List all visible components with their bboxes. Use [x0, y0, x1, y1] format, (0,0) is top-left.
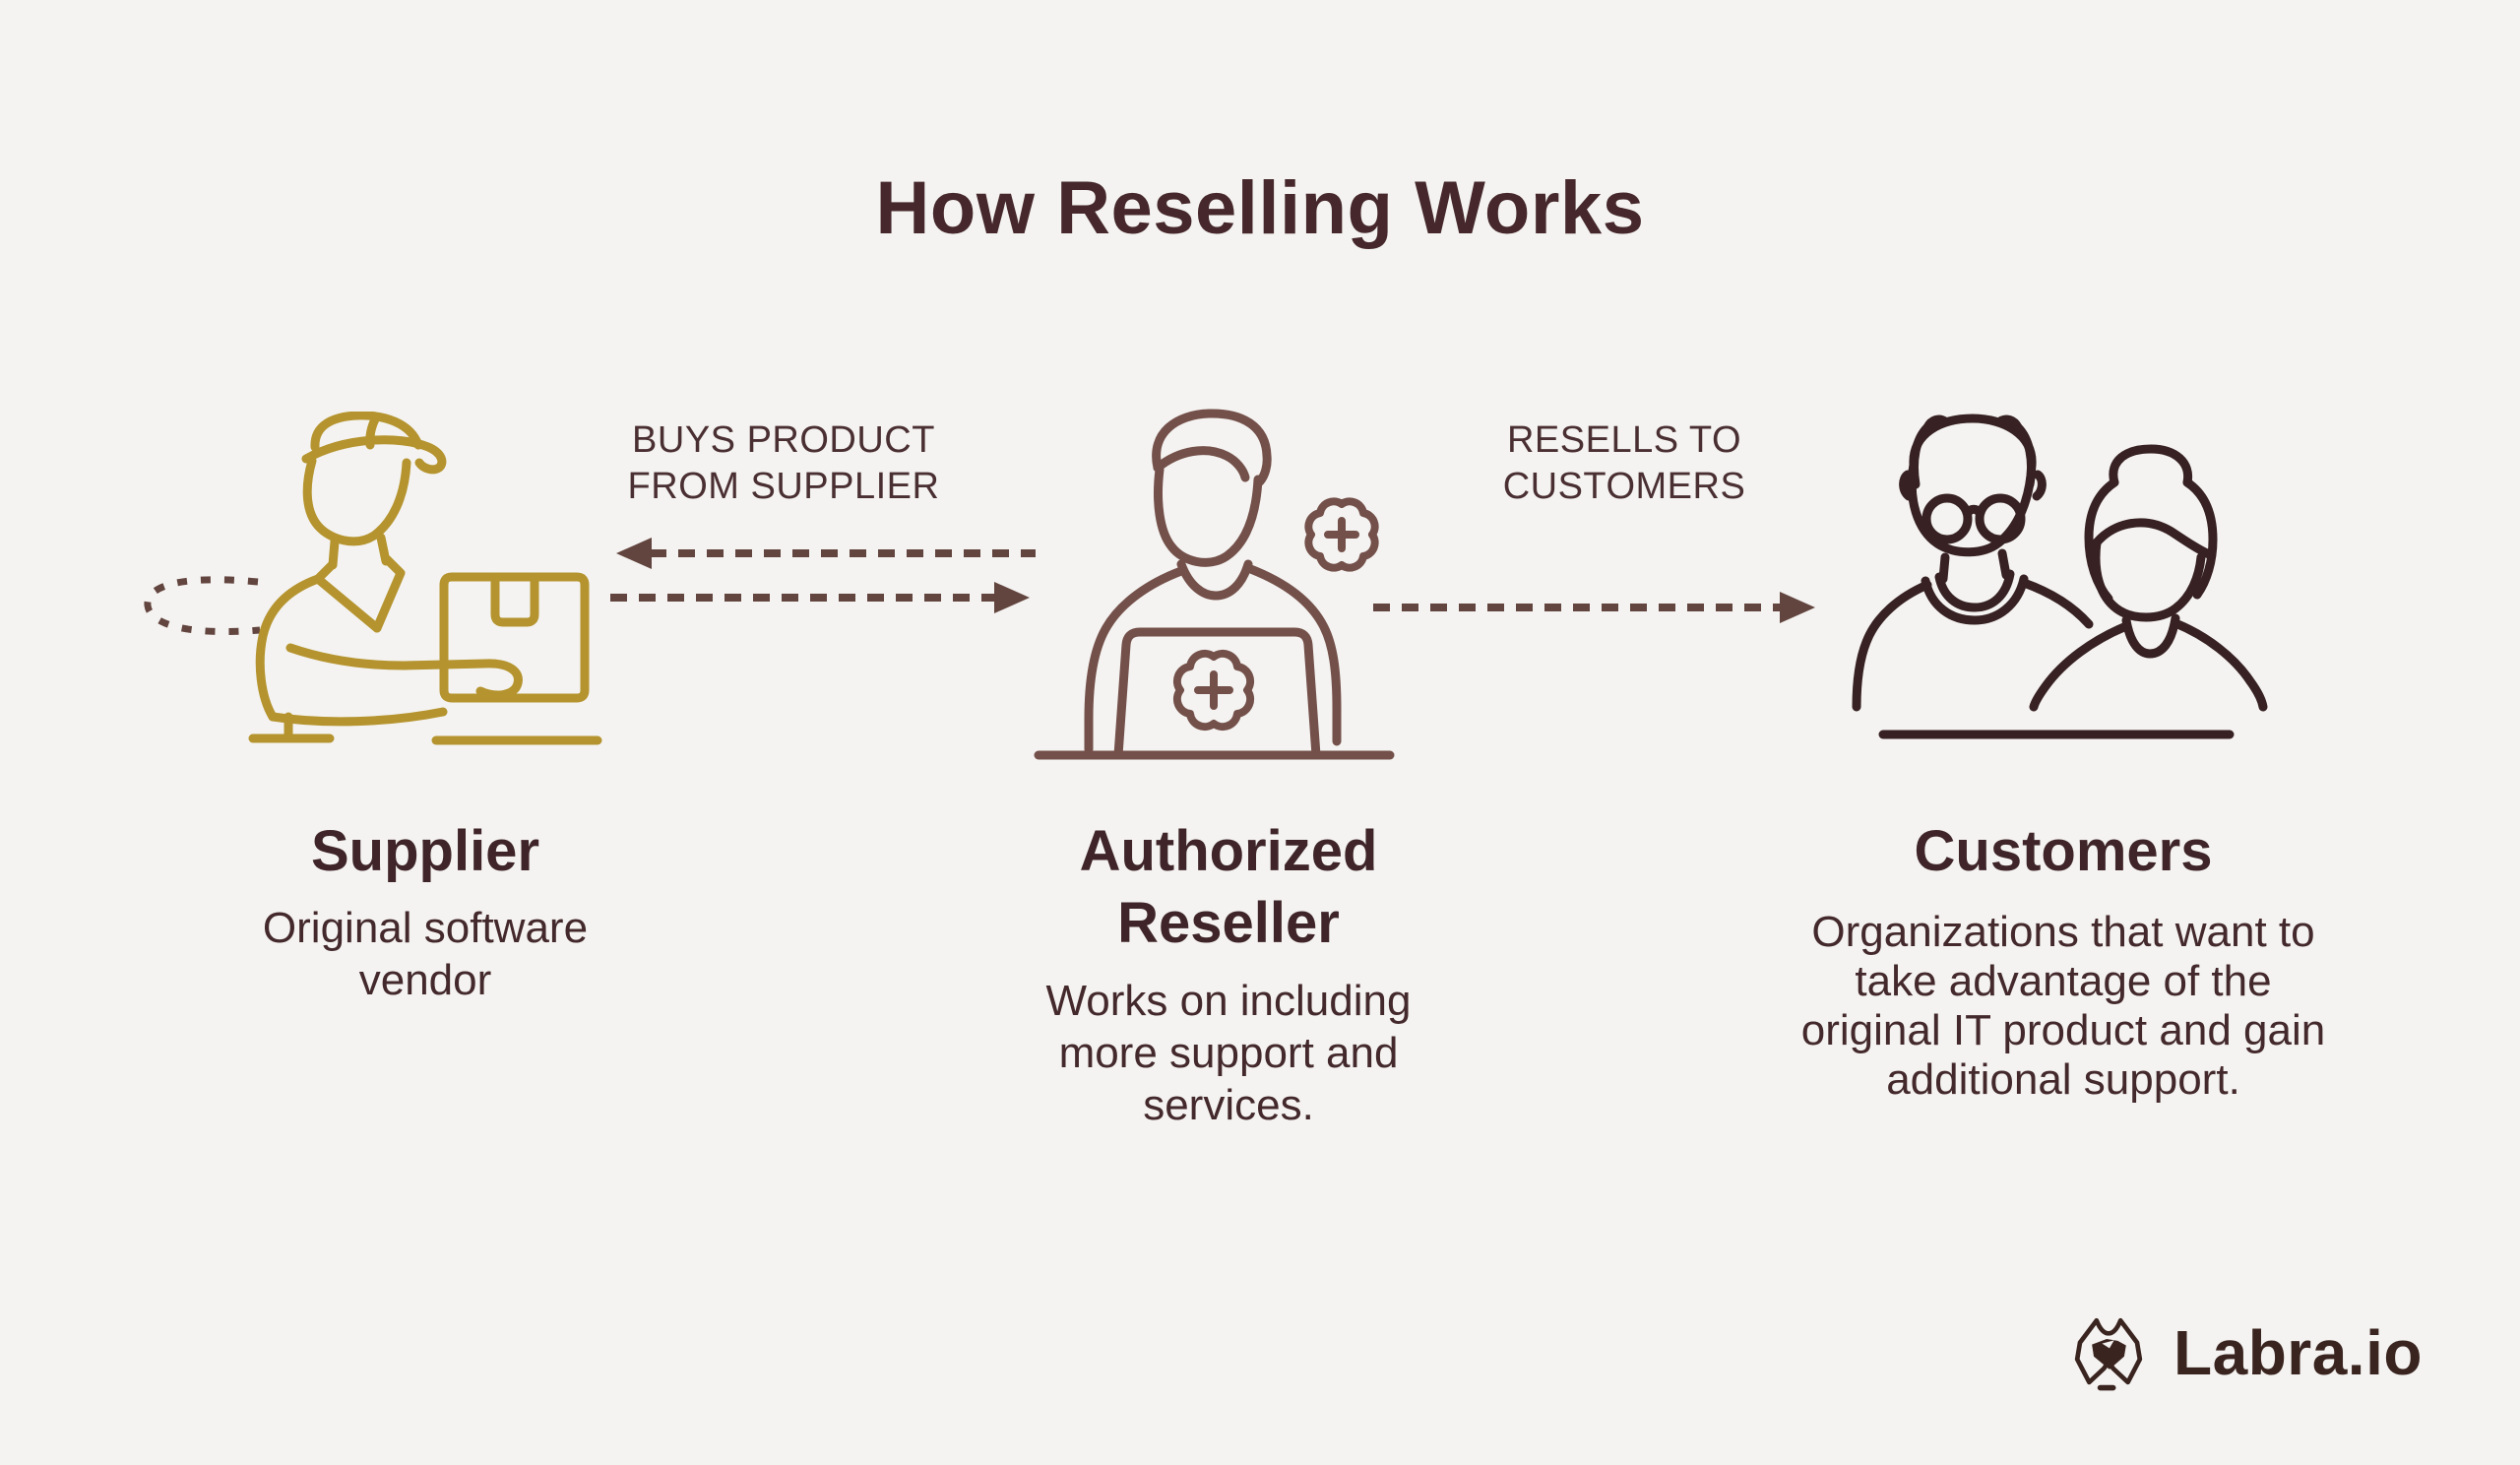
customers-icon	[1852, 414, 2268, 739]
resell-flow-label: RESELLS TO CUSTOMERS	[1502, 419, 1746, 507]
plus-icon	[1194, 670, 1233, 710]
neck-left	[1938, 552, 1950, 584]
glasses-left-lens	[1922, 493, 1973, 544]
reseller-icon	[1034, 409, 1395, 760]
supplier-name: Supplier	[310, 819, 540, 883]
hair-bun	[2109, 444, 2193, 487]
collar-left	[313, 559, 382, 633]
glasses-bridge	[1963, 504, 1984, 518]
dog-snout-highlight	[2102, 1340, 2114, 1349]
labra-logo: Labra.io	[2065, 1307, 2423, 1398]
sell-arrow-head	[994, 582, 1030, 613]
laptop-badge-icon	[1172, 649, 1255, 732]
neck-line	[2121, 613, 2180, 659]
floating-badge-icon	[1304, 497, 1379, 572]
shoulder-left	[2029, 621, 2131, 712]
collar-outer	[1921, 574, 2029, 625]
labrador-dog-head-icon	[2074, 1317, 2143, 1391]
neck-line	[1176, 559, 1253, 601]
logo-text: Labra.io	[2174, 1317, 2423, 1388]
customers-description: Organizations that want to take advantag…	[1800, 908, 2326, 1104]
cap-seam	[365, 414, 380, 450]
hair-outline	[1152, 409, 1272, 486]
face-outline	[302, 456, 411, 546]
collar-inner	[1934, 569, 2015, 612]
shoulder-right	[1243, 563, 1342, 746]
face-outline	[2091, 538, 2206, 622]
hair-wisp-left	[1922, 414, 1950, 432]
cap-brim	[301, 435, 447, 475]
supplier-description: Original software vendor	[262, 904, 589, 1004]
cap-icon	[310, 412, 423, 452]
shoulder-right	[2019, 578, 2094, 629]
hair-wisp-right	[1995, 414, 2023, 432]
hair-swoosh	[1153, 446, 1250, 482]
torso-left	[255, 574, 323, 722]
shoulder-right	[2171, 618, 2268, 712]
reseller-description: Works on including more support and serv…	[1045, 977, 1412, 1129]
page-title: How Reselling Works	[875, 166, 1645, 250]
shoulder-left	[1852, 580, 1932, 712]
arm-top	[285, 643, 523, 700]
glasses-right-lens	[1975, 493, 2026, 544]
buy-flow-label: BUYS PRODUCT FROM SUPPLIER	[627, 419, 940, 507]
laptop-icon	[1113, 627, 1321, 760]
face-outline	[1154, 465, 1263, 567]
neck-right	[1997, 548, 2011, 580]
plus-icon	[1324, 517, 1359, 552]
supplier-icon	[248, 412, 602, 745]
buy-arrow-head	[616, 538, 652, 569]
elderly-man-figure	[1852, 414, 2094, 712]
resell-arrow-head	[1780, 592, 1815, 623]
elderly-woman-figure	[2029, 444, 2268, 712]
customers-name: Customers	[1914, 819, 2213, 883]
ear-right	[2032, 470, 2047, 501]
hair-fringe	[2092, 518, 2214, 559]
box-flap	[490, 572, 539, 627]
shoulder-left	[1084, 566, 1186, 754]
hair-right	[2182, 478, 2218, 600]
box-icon	[439, 572, 590, 703]
reseller-name: Authorized Reseller	[1079, 819, 1378, 956]
collar-right	[372, 554, 406, 633]
ear-left	[1899, 470, 1914, 501]
dog-snout-mask	[2092, 1338, 2126, 1369]
arm-bottom	[268, 707, 448, 727]
